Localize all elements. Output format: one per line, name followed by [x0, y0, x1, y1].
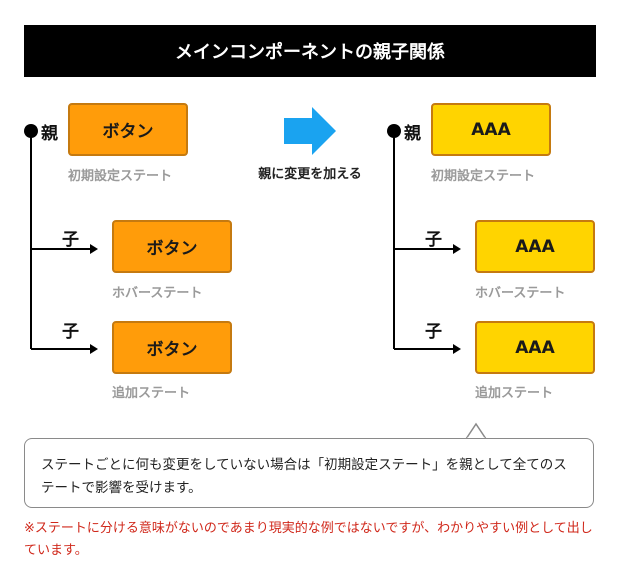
right-parent-dot: [387, 124, 401, 138]
diagram-title: メインコンポーネントの親子関係: [24, 25, 596, 77]
left-parent-button: ボタン: [68, 103, 188, 156]
right-child2-button: AAA: [475, 321, 595, 374]
left-child2-label: 子: [62, 322, 79, 342]
left-child1-state-label: ホバーステート: [112, 286, 203, 301]
right-child2-state-label: 追加ステート: [475, 386, 554, 401]
footnote: ※ステートに分ける意味がないのであまり現実的な例ではないですが、わかりやすい例と…: [24, 521, 593, 558]
left-child1-button: ボタン: [112, 220, 232, 273]
left-parent-state-label: 初期設定ステート: [68, 169, 173, 184]
left-child2-state-label: 追加ステート: [112, 386, 191, 401]
right-child1-button: AAA: [475, 220, 595, 273]
right-child1-state-label: ホバーステート: [475, 286, 566, 301]
left-child1-label: 子: [62, 230, 79, 250]
left-parent-dot: [24, 124, 38, 138]
right-child1-label: 子: [425, 230, 442, 250]
right-parent-state-label: 初期設定ステート: [431, 169, 536, 184]
right-parent-button: AAA: [431, 103, 551, 156]
right-child2-label: 子: [425, 322, 442, 342]
left-parent-label: 親: [41, 124, 58, 144]
right-arrow-icon: [284, 107, 336, 155]
note-callout: ステートごとに何も変更をしていない場合は「初期設定ステート」を親として全てのステ…: [24, 438, 594, 508]
right-parent-label: 親: [404, 124, 421, 144]
left-child2-button: ボタン: [112, 321, 232, 374]
note-text: ステートごとに何も変更をしていない場合は「初期設定ステート」を親として全てのステ…: [41, 457, 567, 496]
change-parent-label: 親に変更を加える: [258, 167, 362, 182]
